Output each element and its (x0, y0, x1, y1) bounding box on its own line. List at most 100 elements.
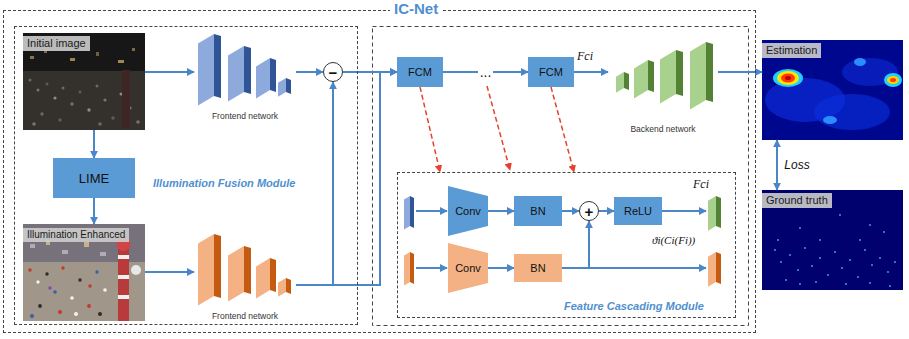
ground-truth-map (841, 267, 843, 269)
ground-truth-map (762, 190, 903, 290)
crowd-photo-enhanced (84, 242, 89, 247)
math-label: Fci (577, 50, 593, 63)
ground-truth-map (799, 227, 801, 229)
ground-truth-map (869, 224, 871, 226)
node-label: Illumination Enhanced (23, 228, 129, 242)
density-estimate (762, 40, 903, 140)
frontend-blocks (278, 78, 286, 97)
ground-truth-map (864, 249, 866, 251)
crowd-photo-enhanced (98, 312, 102, 316)
feature-block (404, 196, 410, 230)
feature-block (410, 196, 414, 228)
dashed-arrow (487, 86, 510, 170)
ground-truth-map (819, 257, 821, 259)
crowd-photo-dark (23, 33, 145, 130)
frontend-blocks (214, 234, 221, 298)
crowd-photo-enhanced (23, 224, 145, 321)
crowd-photo-dark (23, 71, 145, 130)
ground-truth-map (799, 283, 801, 285)
node-label: Conv (455, 206, 481, 217)
backend-blocks (676, 50, 683, 96)
connector (776, 140, 778, 190)
backend-network: Backend network (608, 40, 718, 135)
density-map: Ground truth (762, 190, 903, 290)
math-label: ϑi(Ci(Fi)) (652, 234, 695, 246)
crowd-photo-dark (23, 33, 145, 71)
backend-blocks (616, 42, 713, 110)
density-estimate (887, 76, 899, 84)
ground-truth-map (804, 247, 806, 249)
node-label: Backend network (630, 125, 695, 135)
crowd-photo-enhanced (23, 224, 145, 262)
ground-truth-map (774, 249, 776, 251)
crowd-photo-enhanced (118, 295, 129, 299)
crowd-photo-dark (118, 60, 124, 63)
feature-extractor: Frontend network (194, 232, 296, 322)
connector (488, 210, 514, 212)
ground-truth-map (780, 261, 782, 263)
connector (145, 71, 194, 73)
density-estimate (785, 76, 791, 80)
connector (562, 210, 579, 212)
feature-block (410, 252, 414, 284)
connector (562, 221, 589, 268)
frontend-blocks (270, 258, 276, 292)
edge-label: ... (478, 65, 494, 79)
trapezoid-shape (448, 186, 488, 236)
connector (599, 210, 614, 212)
density-estimate (773, 69, 803, 87)
ground-truth-map (774, 214, 896, 287)
crowd-photo-enhanced (100, 252, 106, 256)
connector (145, 271, 194, 273)
density-estimate (777, 71, 799, 85)
frontend-blocks (244, 246, 251, 294)
feature-block (716, 252, 721, 284)
ground-truth-map (785, 279, 787, 281)
bn-layer: BN (514, 254, 562, 282)
ground-truth-map (839, 214, 841, 216)
wire (416, 267, 447, 269)
feature-extractor: Frontend network (194, 30, 296, 122)
add-op: + (579, 201, 599, 221)
ground-truth-map (819, 239, 821, 241)
frontend-blocks (256, 58, 270, 98)
crowd-photo-dark (40, 112, 43, 115)
crowd-photo-dark (122, 70, 130, 128)
node-label: − (329, 65, 338, 80)
node-label: ReLU (624, 206, 652, 217)
crowd-photo-dark (62, 87, 65, 90)
crowd-photo-enhanced (88, 284, 91, 287)
frontend-blocks (214, 34, 221, 98)
backend-blocks (624, 72, 629, 90)
crowd-photo-dark (58, 118, 62, 122)
node-label: Conv (455, 263, 481, 274)
dashed-connector (420, 87, 440, 172)
crowd-photo-enhanced (58, 310, 62, 314)
backend-blocks (634, 60, 648, 98)
connector (296, 72, 397, 285)
frontend-blocks (256, 258, 270, 298)
input-image: Illumination Enhanced (23, 224, 145, 321)
ground-truth-map (789, 254, 791, 256)
crowd-photo-enhanced (38, 304, 42, 308)
wire (416, 210, 447, 212)
density-estimate (823, 116, 837, 124)
density-estimate (814, 94, 890, 130)
ground-truth-map (777, 239, 779, 241)
crowd-photo-enhanced (103, 288, 107, 292)
crowd-photo-dark (32, 122, 36, 126)
node-label: Feature Cascading Module (564, 300, 704, 313)
crowd-photo-enhanced (118, 275, 129, 279)
frontend-blocks (228, 46, 244, 102)
connector (296, 82, 333, 285)
ground-truth-map (827, 274, 829, 276)
crowd-photo-dark (98, 122, 102, 126)
conv-layer: Conv (448, 243, 488, 293)
node-label: Estimation (762, 43, 821, 58)
node-label: Illumination Fusion Module (153, 177, 295, 190)
density-estimate (884, 73, 902, 87)
node-label: BN (530, 263, 545, 274)
ground-truth-map (811, 265, 813, 267)
crowd-photo-enhanced (74, 312, 78, 316)
crowd-photo-dark (70, 58, 75, 61)
